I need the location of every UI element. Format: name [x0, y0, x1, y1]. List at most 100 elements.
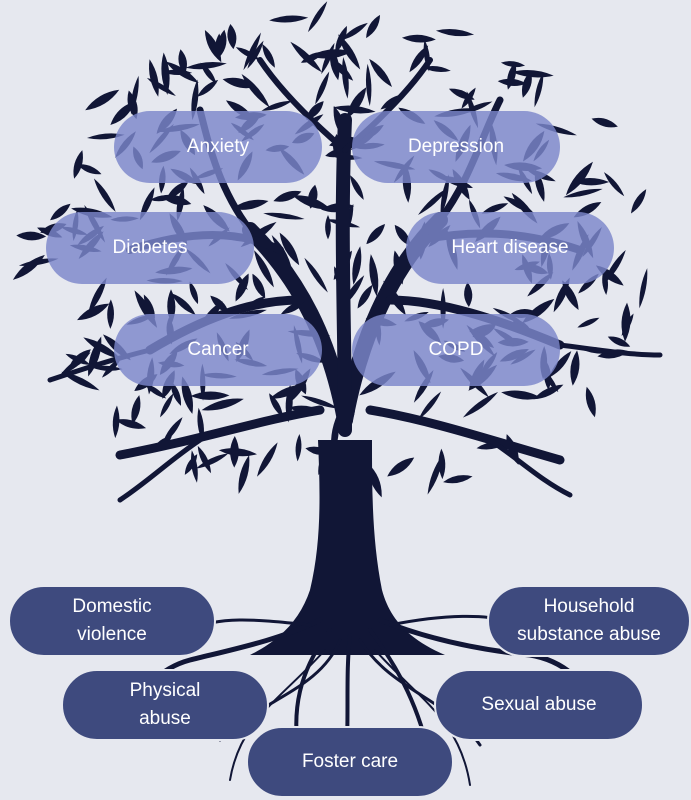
leaf-shape — [301, 395, 339, 409]
leaf-shape — [357, 284, 373, 309]
leaf-shape — [443, 475, 473, 484]
leaf-shape — [335, 25, 347, 54]
leaf-shape — [256, 442, 278, 477]
leaf-shape — [438, 448, 446, 480]
leaf-shape — [230, 435, 239, 468]
leaf-shape — [290, 41, 322, 73]
leaf-shape — [160, 393, 174, 418]
leaf-shape — [401, 34, 436, 43]
leaf-shape — [115, 419, 147, 429]
leaf-shape — [369, 254, 379, 297]
leaf-shape — [418, 187, 449, 215]
leaf-shape — [440, 174, 450, 217]
leaf-shape — [461, 101, 493, 114]
leaf-shape — [464, 282, 473, 308]
leaf-shape — [93, 178, 116, 212]
leaf-shape — [325, 215, 331, 240]
leaf-shape — [365, 63, 372, 107]
leaf-shape — [227, 24, 237, 50]
cause-physical-abuse-label: Physical abuse — [130, 677, 201, 732]
cause-physical-abuse: Physical abuse — [61, 669, 269, 741]
leaf-shape — [511, 70, 554, 78]
leaf-shape — [341, 22, 368, 41]
leaf-shape — [12, 254, 45, 280]
outcome-diabetes: Diabetes — [46, 212, 254, 284]
cause-foster-care: Foster care — [246, 726, 454, 798]
leaf-shape — [549, 351, 572, 378]
leaf-shape — [191, 79, 199, 121]
outcome-copd: COPD — [352, 314, 560, 386]
leaf-shape — [577, 317, 600, 328]
leaf-shape — [352, 246, 362, 285]
leaf-shape — [261, 100, 293, 111]
leaf-shape — [252, 273, 266, 299]
leaf-shape — [521, 71, 532, 98]
cause-domestic-violence-label: Domestic violence — [72, 593, 151, 648]
leaf-shape — [232, 199, 269, 210]
leaf-shape — [462, 391, 499, 418]
leaf-shape — [427, 453, 444, 495]
leaf-shape — [591, 117, 618, 128]
leaf-shape — [369, 58, 392, 87]
leaf-shape — [309, 49, 352, 59]
cause-sexual-abuse-label: Sexual abuse — [481, 694, 597, 716]
leaf-shape — [241, 73, 270, 108]
leaf-shape — [639, 268, 648, 309]
leaf-shape — [16, 231, 47, 241]
leaf-shape — [110, 101, 135, 126]
leaf-shape — [500, 61, 526, 68]
outcome-depression: Depression — [352, 111, 560, 183]
leaf-shape — [435, 29, 475, 37]
cause-household-substance-abuse: Household substance abuse — [487, 585, 691, 657]
leaf-shape — [563, 188, 603, 198]
cause-domestic-violence-line-2: violence — [77, 624, 147, 645]
leaf-shape — [190, 391, 230, 400]
leaf-shape — [170, 381, 182, 406]
cause-sexual-abuse: Sexual abuse — [434, 669, 644, 741]
outcome-cancer: Cancer — [114, 314, 322, 386]
leaf-shape — [307, 1, 328, 33]
leaf-shape — [165, 61, 199, 83]
leaf-shape — [329, 57, 354, 81]
leaf-shape — [630, 189, 647, 214]
leaf-shape — [562, 280, 579, 310]
leaf-shape — [73, 150, 83, 179]
leaf-shape — [238, 454, 250, 494]
leaf-shape — [191, 450, 198, 483]
cause-household-substance-line-1: Household — [543, 596, 635, 618]
leaf-shape — [262, 44, 275, 68]
leaf-shape — [621, 302, 631, 342]
leaf-shape — [77, 164, 102, 175]
leaf-shape — [215, 33, 222, 59]
leaf-shape — [315, 71, 330, 105]
leaf-shape — [185, 62, 227, 70]
cause-domestic-violence: Domestic violence — [8, 585, 216, 657]
leaf-shape — [507, 62, 517, 90]
leaf-shape — [333, 105, 376, 114]
leaf-shape — [107, 299, 114, 329]
leaf-shape — [235, 273, 249, 302]
leaf-shape — [50, 203, 71, 221]
cause-foster-care-label: Foster care — [301, 751, 399, 773]
leaf-shape — [189, 281, 199, 305]
leaf-shape — [197, 79, 219, 97]
leaf-shape — [409, 45, 429, 73]
leaf-shape — [534, 72, 544, 108]
leaf-shape — [161, 194, 192, 206]
outcome-cancer-label: Cancer — [187, 339, 249, 361]
leaf-shape — [570, 350, 580, 386]
leaf-shape — [603, 250, 626, 285]
leaf-shape — [366, 14, 381, 39]
leaf-shape — [197, 445, 212, 474]
leaf-shape — [603, 172, 625, 197]
cause-physical-abuse-line-2: abuse — [139, 708, 191, 729]
leaf-shape — [131, 395, 141, 425]
leaf-shape — [171, 293, 196, 316]
leaf-shape — [366, 224, 386, 245]
cause-physical-abuse-line-1: Physical — [129, 680, 201, 702]
leaf-shape — [263, 212, 305, 220]
leaf-shape — [247, 40, 264, 69]
leaf-shape — [501, 390, 542, 400]
leaf-shape — [243, 32, 261, 71]
outcome-copd-label: COPD — [428, 339, 484, 361]
